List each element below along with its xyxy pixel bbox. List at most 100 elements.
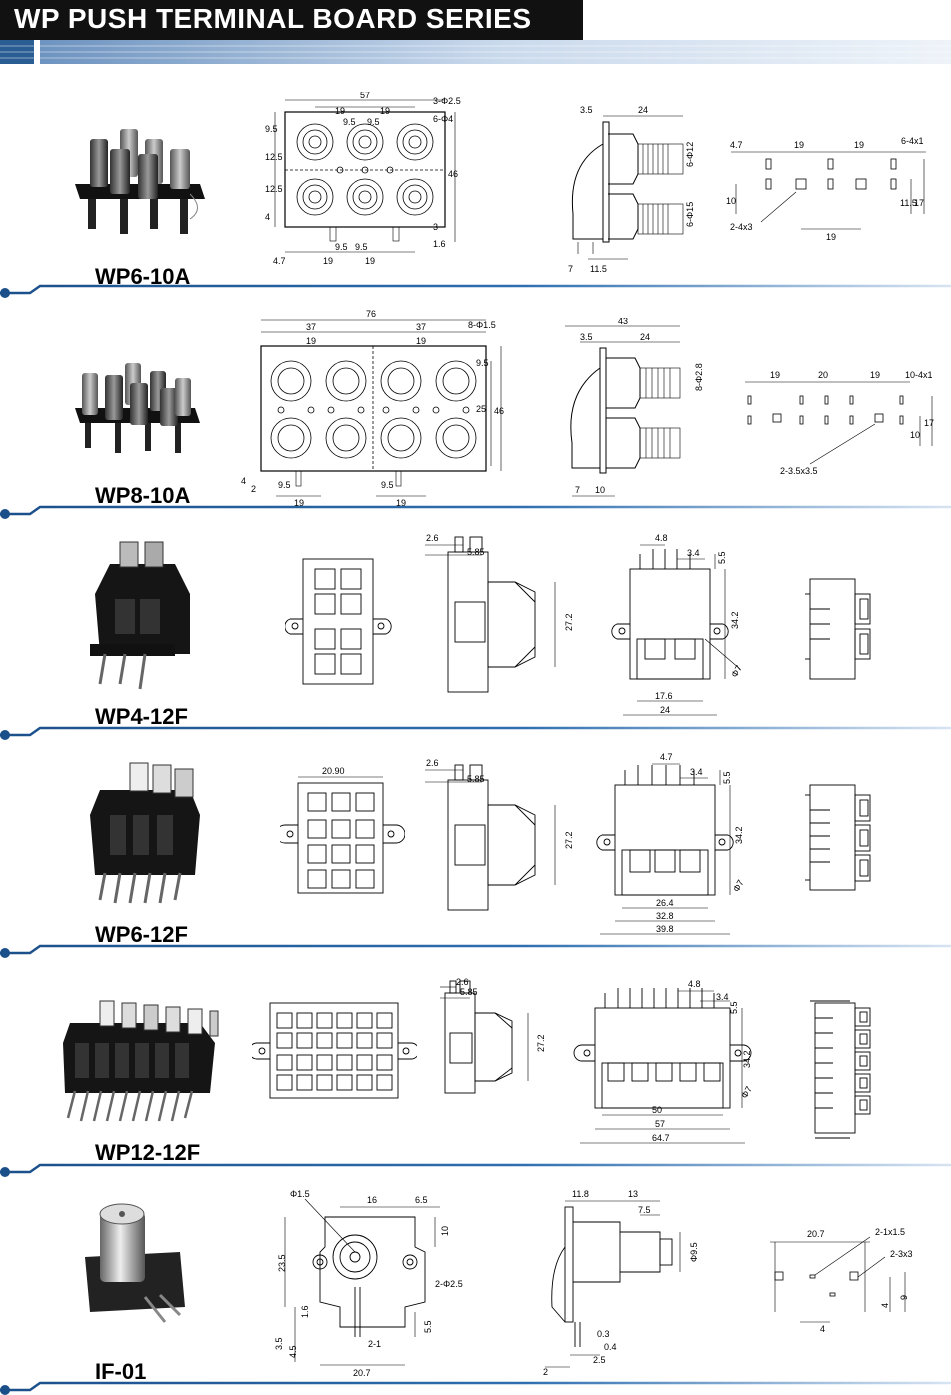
dim: 10 <box>726 196 736 206</box>
wp6-12f-photo <box>90 762 200 904</box>
dim: 6-Φ15 <box>685 202 695 227</box>
dim: 2-Φ2.5 <box>435 1279 463 1289</box>
dim: 4 <box>265 212 270 222</box>
dim: 46 <box>494 406 504 416</box>
wp4-12f-top-view <box>805 578 871 680</box>
dim: 19 <box>323 256 333 266</box>
dim: 1.6 <box>300 1305 310 1318</box>
wp12-12f-photo <box>63 1000 219 1122</box>
dim: 4.7 <box>273 256 286 266</box>
dim: 3-Φ2.5 <box>433 96 461 106</box>
dim: 37 <box>416 322 426 332</box>
title-box: WP PUSH TERMINAL BOARD SERIES <box>0 0 583 40</box>
wp6-12f-side-view: 2.6 5.85 27.2 <box>425 758 574 911</box>
dim: 11.8 <box>572 1189 589 1199</box>
dim: 34.2 <box>730 611 740 629</box>
dim: 4.8 <box>688 979 701 989</box>
dim: 5.85 <box>467 774 485 784</box>
dim: 3.4 <box>687 548 700 558</box>
dim: 3.5 <box>580 105 593 115</box>
dim: 9 <box>899 1295 909 1300</box>
dim: 76 <box>366 309 376 319</box>
if-01-pcb-layout: 20.7 2-1x1.5 2-3x3 4 9 4 <box>770 1227 913 1334</box>
dim: 19 <box>396 498 406 508</box>
dim: 2-3x3 <box>890 1249 913 1259</box>
wp12-12f-front-view <box>252 1002 417 1099</box>
dim: 5.85 <box>467 547 485 557</box>
dim: 2.6 <box>456 977 469 987</box>
dim: 5.85 <box>460 987 478 997</box>
dim: 4 <box>880 1303 890 1308</box>
dim: Φ7 <box>729 664 744 680</box>
dim: 2.6 <box>426 758 439 768</box>
dim: 6.5 <box>415 1195 428 1205</box>
dim: 2 <box>251 484 256 494</box>
dim: 3.4 <box>690 767 703 777</box>
dim: 50 <box>652 1105 662 1115</box>
page-title: WP PUSH TERMINAL BOARD SERIES <box>14 3 532 34</box>
dim: 9.5 <box>381 480 394 490</box>
wp6-12f-top-view <box>805 784 871 891</box>
dim: 9.5 <box>343 117 356 127</box>
dim: 2-4x3 <box>730 222 753 232</box>
dim: 3 <box>433 222 438 232</box>
section-separator <box>0 505 951 519</box>
dim: 39.8 <box>656 924 674 934</box>
dim: 19 <box>826 232 836 242</box>
dim: Φ9.5 <box>689 1242 699 1262</box>
dim: 0.4 <box>604 1342 617 1352</box>
dim: 19 <box>365 256 375 266</box>
dim: 10 <box>910 430 920 440</box>
dim: 5.5 <box>729 1001 739 1014</box>
dim: 9.5 <box>355 242 368 252</box>
product-section-wp4-12f: WP4-12F 2.6 5.85 27.2 <box>0 519 951 729</box>
dim: 19 <box>770 370 780 380</box>
dim: 2-1 <box>368 1339 381 1349</box>
if-01-front-view: Φ1.5 16 6.5 10 23.5 2-Φ2.5 1.6 3.5 4.5 5… <box>274 1189 463 1377</box>
product-section-wp6-10a: WP6-10A 57 19 19 9.5 9.5 3-Φ2.5 6-Φ4 9.5… <box>0 64 951 289</box>
wp6-12f-front-view: 20.90 <box>280 766 405 894</box>
wp12-12f-rear-view: 4.8 3.4 5.5 34.2 Φ7 50 57 64.7 <box>573 979 754 1144</box>
dim: 17 <box>924 418 934 428</box>
product-label: WP8-10A <box>95 483 191 508</box>
wp4-12f-front-view <box>285 558 392 685</box>
wp6-10a-pcb-layout: 4.7 19 19 6-4x1 10 11.5 17 2-4x3 19 <box>726 136 926 242</box>
dim: 23.5 <box>277 1254 287 1272</box>
dim: 57 <box>360 92 370 100</box>
dim: 3.4 <box>716 992 729 1002</box>
dim: 19 <box>416 336 426 346</box>
dim: 24 <box>660 705 670 715</box>
dim: 43 <box>618 318 628 326</box>
dim: 4.7 <box>660 752 673 762</box>
dim: 2.6 <box>426 533 439 543</box>
header-stripe <box>0 40 951 64</box>
dim: 24 <box>640 332 650 342</box>
dim: 9.5 <box>265 124 278 134</box>
dim: 5.5 <box>717 551 727 564</box>
dim: 2.5 <box>593 1355 606 1365</box>
dim: 19 <box>294 498 304 508</box>
dim: 4 <box>241 476 246 486</box>
wp4-12f-photo <box>90 541 190 690</box>
product-label: WP6-10A <box>95 264 191 289</box>
dim: 13 <box>628 1189 638 1199</box>
wp6-12f-rear-view: 4.7 3.4 5.5 34.2 Φ7 26.4 32.8 39.8 <box>596 752 746 935</box>
wp8-10a-pcb-layout: 19 20 19 10-4x1 10 17 2-3.5x3.5 <box>745 370 934 476</box>
product-section-wp12-12f: WP12-12F 2.6 5.85 27.2 <box>0 958 951 1168</box>
product-section-if-01: IF-01 Φ1.5 16 6.5 10 23.5 2-Φ2.5 1.6 3.5… <box>0 1177 951 1387</box>
dim: 46 <box>448 169 458 179</box>
wp8-10a-front-view: 76 37 37 8-Φ1.5 19 19 9.5 25 46 4 2 9.5 … <box>241 309 504 508</box>
dim: 37 <box>306 322 316 332</box>
dim: 26.4 <box>656 898 674 908</box>
wp8-10a-photo <box>75 363 200 453</box>
dim: 9.5 <box>335 242 348 252</box>
product-section-wp6-12f: WP6-12F 20.90 2.6 5.85 27.2 <box>0 740 951 950</box>
dim: 57 <box>655 1119 665 1129</box>
dim: 9.5 <box>278 480 291 490</box>
header: WP PUSH TERMINAL BOARD SERIES <box>0 0 951 64</box>
section-separator <box>0 1381 951 1395</box>
dim: 20.7 <box>807 1229 825 1239</box>
dim: 19 <box>380 106 390 116</box>
section-separator <box>0 944 951 958</box>
wp6-10a-front-view: 57 19 19 9.5 9.5 3-Φ2.5 6-Φ4 9.5 12.5 12… <box>265 92 461 266</box>
